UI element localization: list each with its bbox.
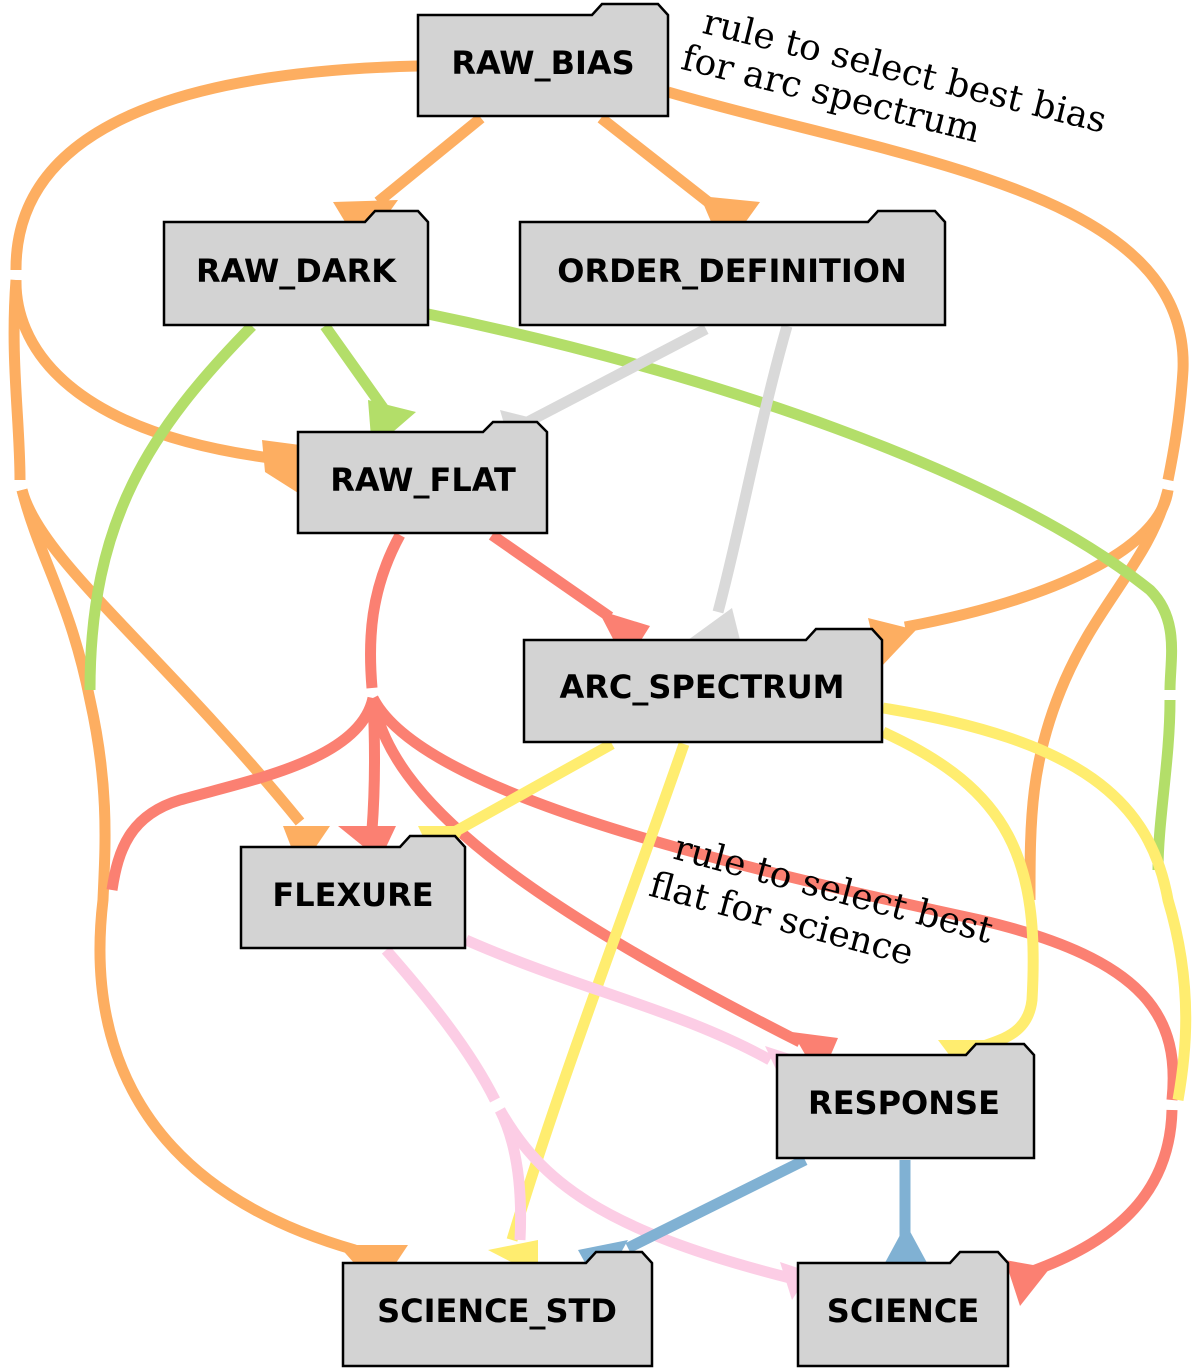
node-arc-spectrum[interactable]: ARC_SPECTRUM [522, 627, 884, 744]
annotation-flat-rule: rule to select best flat for science [645, 827, 998, 974]
edge-raw-flat-to-arc-spectrum [488, 530, 614, 622]
arrowhead-raw-flat-orange [262, 440, 306, 498]
edge-raw-flat-to-response [367, 697, 803, 1047]
node-label-order-definition: ORDER_DEFINITION [557, 252, 907, 290]
edge-response-to-science-std [625, 1155, 808, 1253]
node-science-std[interactable]: SCIENCE_STD [341, 1250, 654, 1368]
node-label-raw-bias: RAW_BIAS [451, 44, 634, 82]
folder-shape [518, 209, 947, 327]
edge-raw-dark-to-raw-flat [320, 322, 391, 416]
edge-raw-bias-to-order-definition [597, 113, 716, 210]
edge-raw-bias-right-loop [666, 86, 1189, 482]
edge-raw-flat-trunk [364, 532, 405, 689]
folder-shape [341, 1250, 654, 1368]
node-label-flexure: FLEXURE [272, 876, 433, 914]
node-raw-dark[interactable]: RAW_DARK [162, 209, 430, 327]
node-label-raw-dark: RAW_DARK [196, 252, 397, 290]
edge-left-loop-to-flexure [16, 488, 305, 826]
edge-raw-flat-to-science [368, 695, 1179, 1101]
node-order-definition[interactable]: ORDER_DEFINITION [518, 209, 947, 327]
node-label-raw-flat: RAW_FLAT [330, 461, 516, 499]
edge-right-loop-to-science [1024, 488, 1174, 901]
edges [8, 60, 1192, 1284]
node-raw-flat[interactable]: RAW_FLAT [296, 420, 549, 535]
arrowhead-arc-spectrum-gray [688, 608, 740, 640]
edge-flexure-to-response [463, 934, 773, 1065]
edge-order-definition-to-arc-spectrum [712, 324, 793, 614]
folder-shape [296, 420, 549, 535]
edge-arc-spectrum-to-flexure [437, 739, 615, 845]
edge-arc-spectrum-to-science [882, 702, 1192, 1101]
edge-raw-bias-left-loop [10, 60, 419, 271]
folder-shape [775, 1042, 1036, 1160]
node-flexure[interactable]: FLEXURE [239, 834, 467, 950]
folder-shape [796, 1250, 1010, 1368]
edge-raw-flat-to-science-lower [1028, 1109, 1178, 1278]
edge-flexure-to-science [495, 1107, 792, 1284]
edge-order-definition-to-raw-flat [517, 324, 709, 431]
node-label-arc-spectrum: ARC_SPECTRUM [559, 668, 844, 706]
edge-flexure-pink-trunk [381, 946, 500, 1103]
edge-arc-spectrum-to-response [880, 726, 1039, 1056]
arrowhead-science-red [1005, 1260, 1050, 1306]
node-response[interactable]: RESPONSE [775, 1042, 1036, 1160]
folder-shape [522, 627, 884, 744]
edge-left-loop-to-science-std [16, 488, 357, 1256]
edge-raw-dark-to-science [426, 308, 1178, 691]
edge-raw-bias-to-raw-dark [374, 113, 485, 207]
folder-shape [162, 209, 430, 327]
folder-shape [416, 2, 670, 118]
node-science[interactable]: SCIENCE [796, 1250, 1010, 1368]
node-raw-bias[interactable]: RAW_BIAS [416, 2, 670, 118]
edge-raw-dark-to-science-std [84, 322, 256, 691]
node-label-science: SCIENCE [827, 1292, 979, 1330]
edge-left-loop-trunk [8, 279, 26, 481]
arrowhead-arc-spectrum-red [598, 610, 650, 664]
edge-raw-flat-to-science-std [106, 696, 379, 891]
folder-shape [239, 834, 467, 950]
edge-raw-dark-to-science-lower [1152, 699, 1176, 871]
arrowhead-science-blue [880, 1224, 932, 1272]
node-label-science-std: SCIENCE_STD [377, 1292, 617, 1330]
node-label-response: RESPONSE [808, 1084, 1000, 1122]
